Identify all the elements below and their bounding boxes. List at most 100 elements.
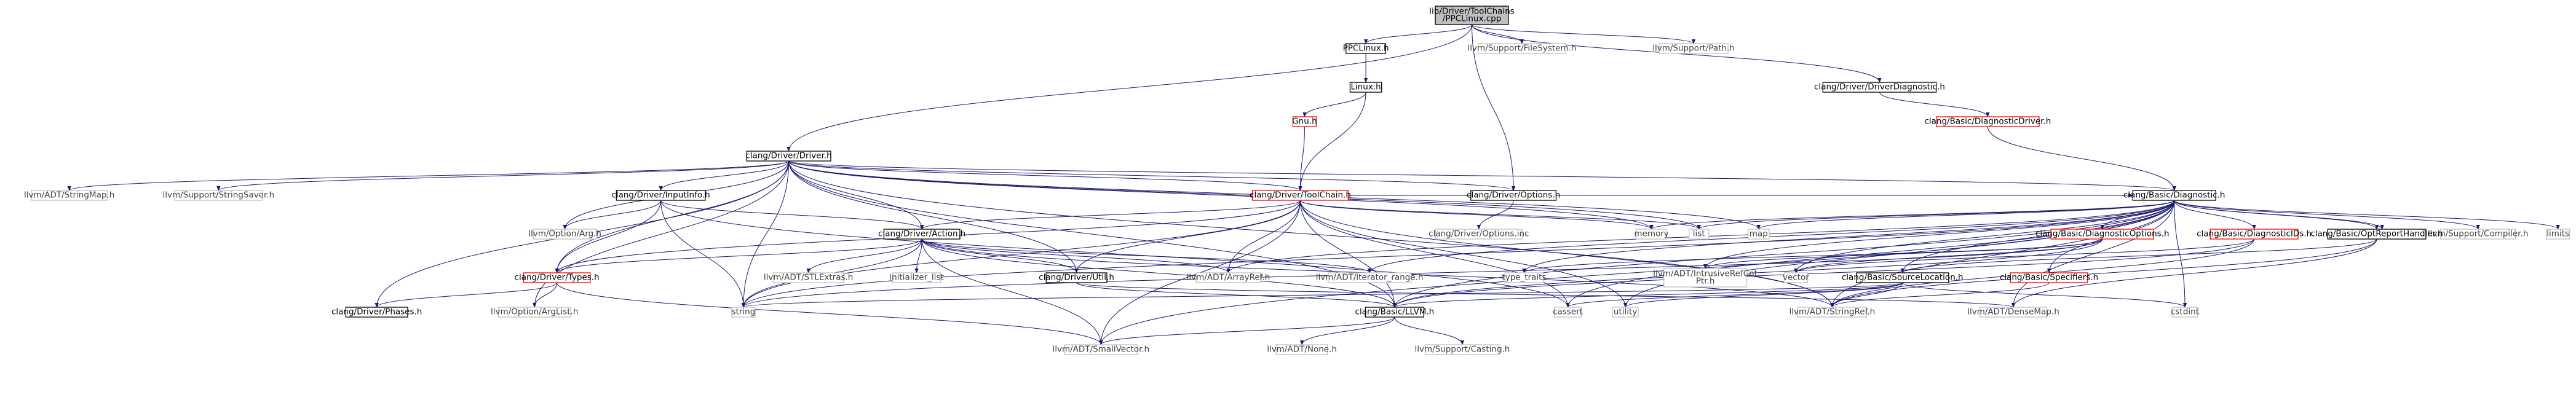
node-clang-driver-inputinfo[interactable]: clang/Driver/InputInfo.h: [611, 190, 710, 201]
node-label: clang/Basic/DiagnosticIDs.h: [2197, 229, 2312, 239]
node-label: llvm/Support/StringSaver.h: [162, 190, 274, 200]
node-clang-basic-specifiers[interactable]: clang/Basic/Specifiers.h: [2000, 272, 2098, 283]
node-llvm-adt-arrayref[interactable]: llvm/ADT/ArrayRef.h: [1187, 272, 1270, 283]
edge-diagids-to-vector: [1794, 238, 2255, 273]
node-llvm-adt-none[interactable]: llvm/ADT/None.h: [1267, 344, 1337, 355]
node-utility[interactable]: utility: [1612, 307, 1639, 318]
node-clang-basic-diagnosticoptions[interactable]: clang/Basic/DiagnosticOptions.h: [2035, 229, 2170, 240]
node-llvm-adt-stlextras[interactable]: llvm/ADT/STLExtras.h: [764, 272, 853, 283]
node-box: [1349, 82, 1382, 93]
edge-optreport-to-srcloc: [1900, 238, 2377, 273]
node-box: [1251, 190, 1349, 201]
node-label: lib/Driver/ToolChains: [1429, 7, 1515, 17]
node-lib-driver-toolchains-ppclinux[interactable]: lib/Driver/ToolChains/PPCLinux.cpp: [1429, 6, 1515, 25]
node-box: [345, 307, 408, 318]
node-label: llvm/ADT/iterator_range.h: [1316, 273, 1424, 283]
node-cassert[interactable]: cassert: [1553, 307, 1583, 318]
edge-diagids-to-llvm_h: [1392, 238, 2255, 308]
edge-basicdiag-to-optreport: [2174, 200, 2379, 230]
edge-action_h-to-iterrange: [921, 238, 1372, 273]
edge-action_h-to-arrayref: [921, 238, 1231, 273]
edge-basicdiag-to-diagids: [2174, 200, 2256, 230]
node-box: [616, 190, 706, 201]
node-label: Linux.h: [1350, 82, 1381, 92]
node-llvm-support-path[interactable]: llvm/Support/Path.h: [1652, 43, 1735, 54]
node-box: [1663, 268, 1748, 288]
node-label: clang/Driver/InputInfo.h: [611, 190, 710, 200]
node-clang-basic-diagnosticdriver[interactable]: clang/Basic/DiagnosticDriver.h: [1924, 116, 2051, 127]
node-box: [1797, 307, 1868, 318]
node-llvm-adt-iterator-range[interactable]: llvm/ADT/iterator_range.h: [1316, 272, 1424, 283]
node-box: [1195, 272, 1261, 283]
edge-driver_h-to-stringmap: [67, 160, 790, 191]
node-clang-driver-options[interactable]: clang/Driver/Options.h: [1467, 190, 1560, 201]
node-llvm-support-filesystem[interactable]: llvm/Support/FileSystem.h: [1468, 43, 1577, 54]
node-type-traits[interactable]: type_traits: [1502, 272, 1547, 283]
edge-llvm_h-to-none: [1299, 316, 1395, 345]
node-llvm-adt-densemap[interactable]: llvm/ADT/DenseMap.h: [1967, 307, 2059, 318]
node-box: [746, 151, 831, 162]
node-clang-driver-types[interactable]: clang/Driver/Types.h: [515, 272, 600, 283]
node-box: [1478, 43, 1566, 54]
edge-action_h-to-smallvector: [921, 238, 1103, 345]
node-clang-basic-diagnostic[interactable]: clang/Basic/Diagnostic.h: [2123, 190, 2225, 201]
node-box: [2132, 190, 2216, 201]
node-llvm-support-compiler[interactable]: llvm/Support/Compiler.h: [2428, 229, 2528, 240]
node-map[interactable]: map: [1748, 229, 1770, 240]
node-cstdint[interactable]: cstdint: [2171, 307, 2199, 318]
node-vector[interactable]: vector: [1783, 272, 1809, 283]
node-label: llvm/Support/FileSystem.h: [1468, 44, 1577, 53]
node-clang-driver-toolchain[interactable]: clang/Driver/ToolChain.h: [1250, 190, 1351, 201]
node-box: [497, 307, 571, 318]
node-llvm-support-casting[interactable]: llvm/Support/Casting.h: [1415, 344, 1510, 355]
node-llvm-option-arglist[interactable]: llvm/Option/ArgList.h: [491, 307, 578, 318]
node-string[interactable]: string: [731, 307, 756, 318]
node-box: [2171, 307, 2198, 318]
node-ppclinux[interactable]: PPCLinux.h: [1343, 43, 1389, 54]
node-linux[interactable]: Linux.h: [1349, 82, 1382, 93]
node-list[interactable]: list: [1688, 229, 1710, 240]
node-llvm-support-stringsaver[interactable]: llvm/Support/StringSaver.h: [162, 190, 274, 201]
node-box: [1636, 229, 1667, 240]
node-label: clang/Basic/Specifiers.h: [2000, 273, 2098, 283]
node-initializer-list[interactable]: initializer_list: [889, 272, 944, 283]
node-box: [533, 229, 597, 240]
node-box: [31, 190, 108, 201]
node-clang-basic-optreporthandler[interactable]: clang/Basic/OptReportHandler.h: [2310, 229, 2443, 240]
node-clang-basic-llvm[interactable]: clang/Basic/LLVM.h: [1355, 307, 1435, 318]
edge-toolchain-to-util_h: [1074, 200, 1301, 273]
node-clang-basic-diagnosticids[interactable]: clang/Basic/DiagnosticIDs.h: [2197, 229, 2312, 240]
node-llvm-adt-stringref[interactable]: llvm/ADT/StringRef.h: [1789, 307, 1876, 318]
node-label: clang/Basic/DiagnosticOptions.h: [2035, 229, 2170, 239]
node-llvm-option-arg[interactable]: llvm/Option/Arg.h: [528, 229, 601, 240]
edge-srcloc-to-llvm_h: [1392, 282, 1903, 308]
node-clang-driver-options[interactable]: clang/Driver/Options.inc: [1429, 229, 1529, 240]
edge-driver_h-to-memory: [788, 160, 1654, 230]
node-clang-basic-sourcelocation[interactable]: clang/Basic/SourceLocation.h: [1842, 272, 1964, 283]
edge-llvm_h-to-casting: [1394, 316, 1465, 345]
node-llvm-adt-stringmap[interactable]: llvm/ADT/StringMap.h: [24, 190, 114, 201]
node-memory[interactable]: memory: [1634, 229, 1669, 240]
node-box: [1980, 307, 2047, 318]
node-llvm-adt-smallvector[interactable]: llvm/ADT/SmallVector.h: [1053, 344, 1150, 355]
node-label: clang/Basic/Diagnostic.h: [2123, 190, 2225, 200]
node-label: clang/Basic/SourceLocation.h: [1842, 273, 1964, 283]
node-box: [2209, 229, 2299, 240]
node-clang-driver-util[interactable]: clang/Driver/Util.h: [1039, 272, 1114, 283]
edge-basicdiag-to-compiler: [2174, 200, 2480, 230]
edge-driver_h-to-action_h: [788, 160, 924, 230]
node-clang-driver-phases[interactable]: clang/Driver/Phases.h: [331, 307, 422, 318]
node-clang-driver-driver[interactable]: clang/Driver/Driver.h: [745, 151, 832, 162]
edge-action_h-to-util_h: [921, 238, 1079, 273]
node-box: [2050, 229, 2154, 240]
node-gnu[interactable]: Gnu.h: [1292, 116, 1317, 127]
node-clang-driver-action[interactable]: clang/Driver/Action.h: [878, 229, 965, 240]
node-box: [1748, 229, 1770, 240]
node-clang-driver-driverdiagnostic[interactable]: clang/Driver/DriverDiagnostic.h: [1814, 82, 1945, 93]
node-box: [1936, 116, 2040, 127]
edge-srcloc-to-string: [742, 282, 1903, 308]
node-limits[interactable]: limits: [2546, 229, 2570, 240]
edge-types_h-to-arglist: [533, 282, 558, 308]
node-box: [731, 307, 756, 318]
